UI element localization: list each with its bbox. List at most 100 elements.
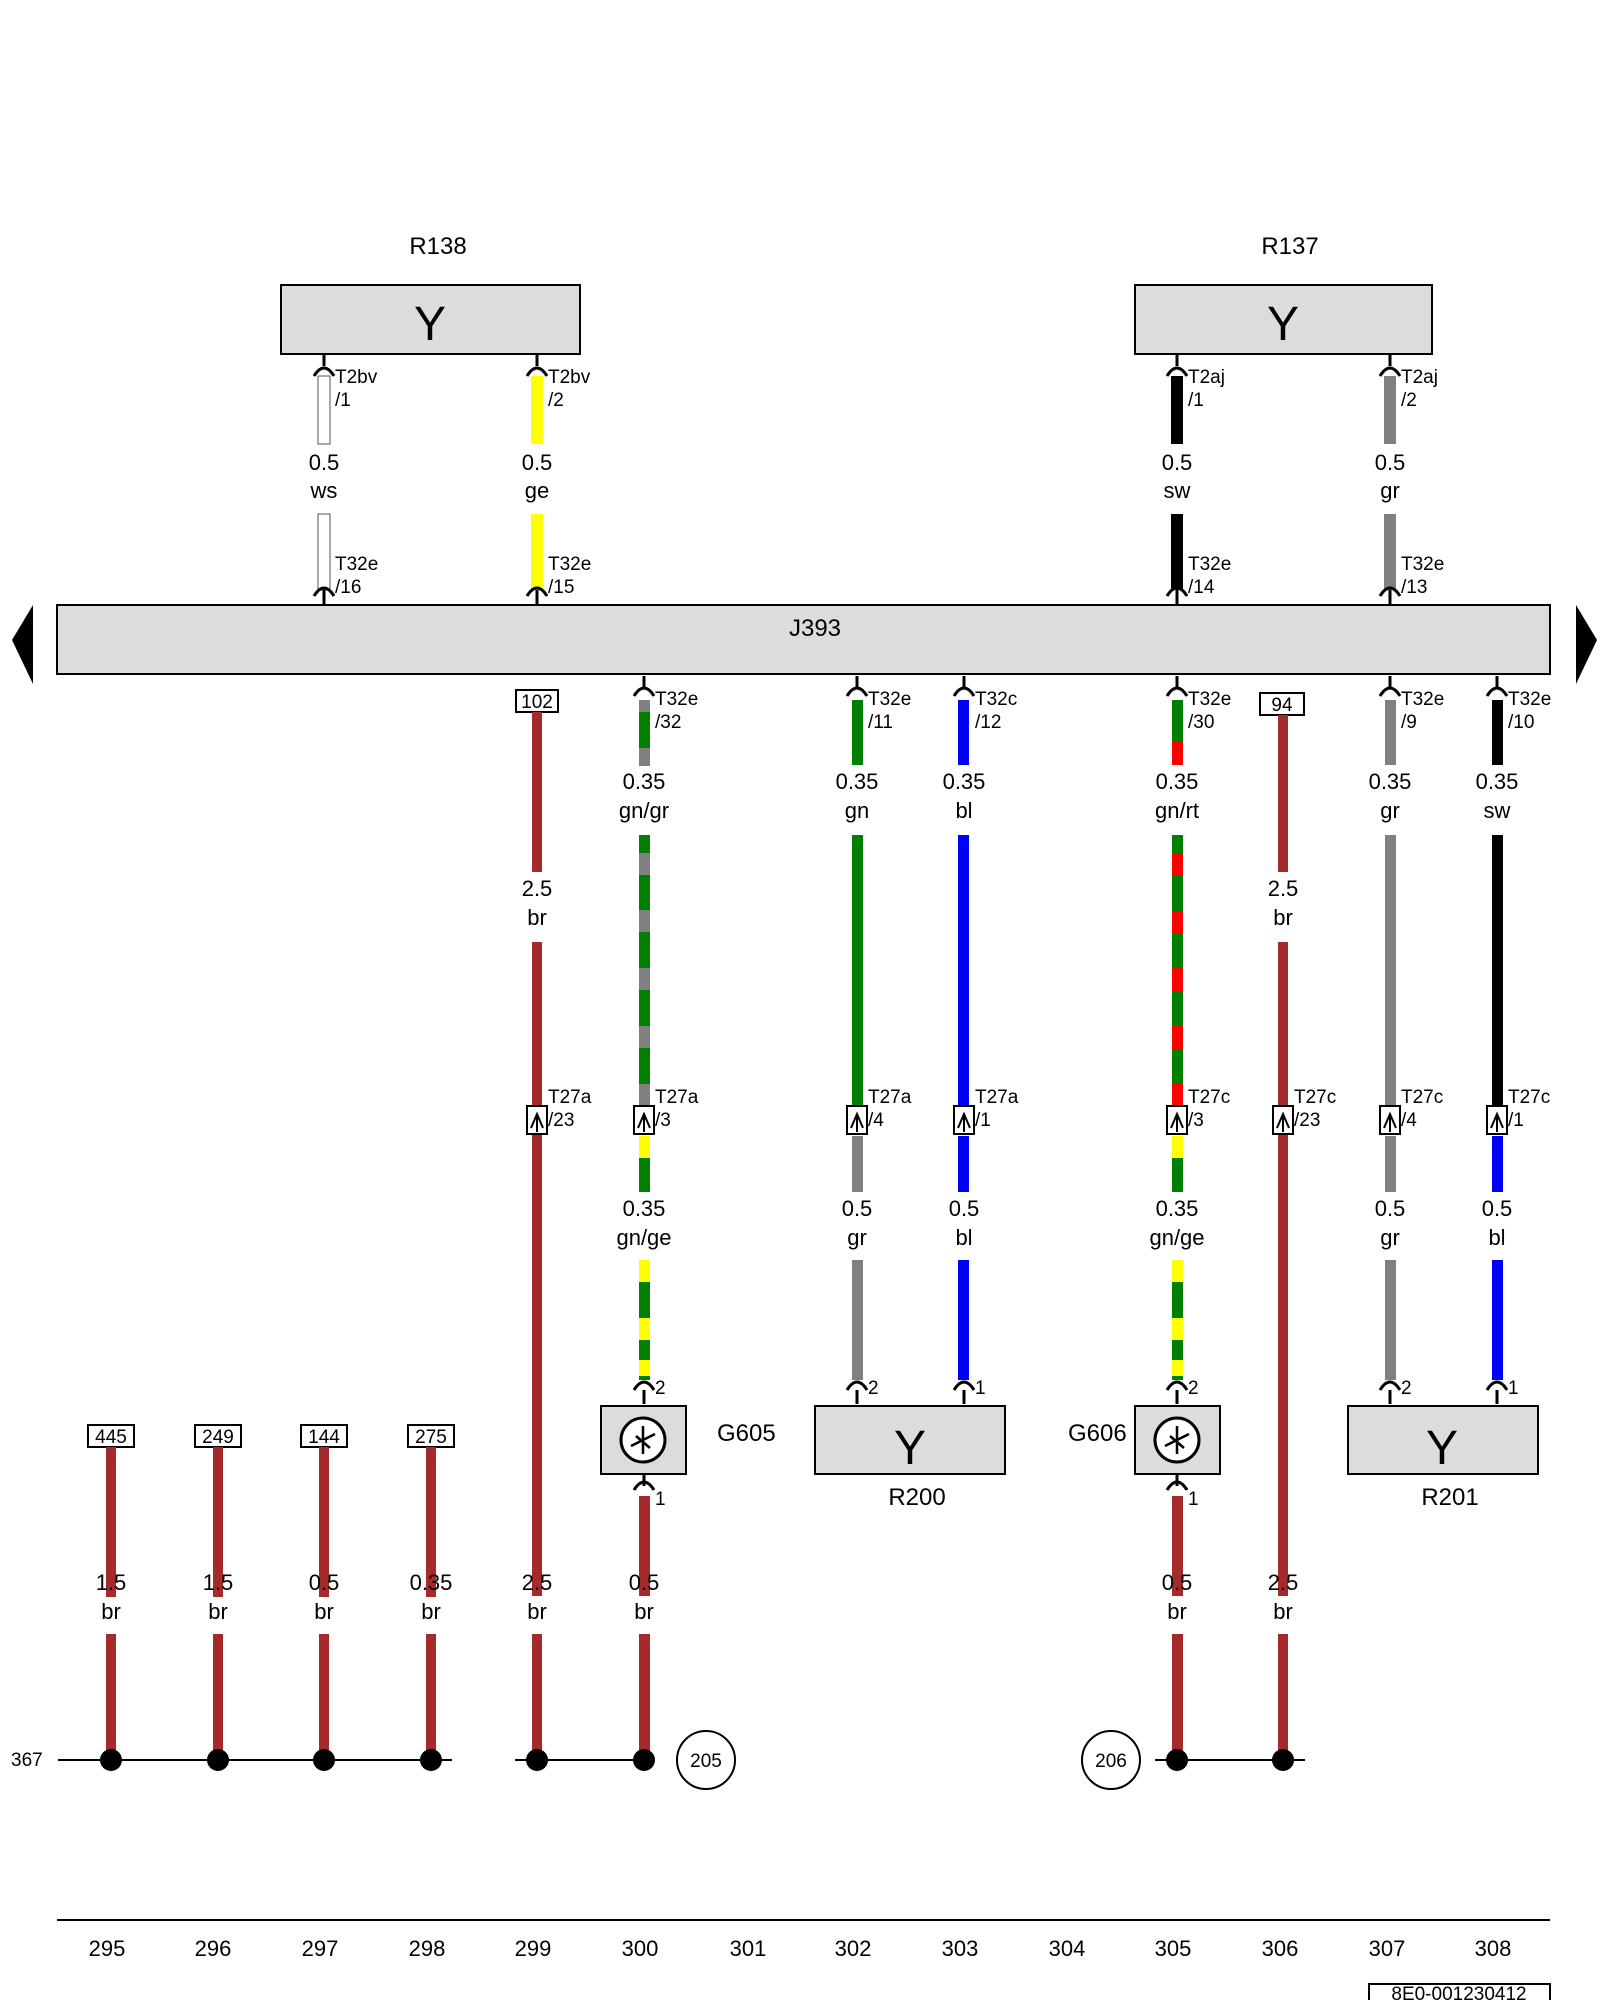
track-number: 301 [730,1936,767,1961]
inline-pin: /23 [548,1110,574,1131]
j393-conn14: T32e [1188,554,1231,575]
wire-grey [852,1260,863,1380]
track-number: 307 [1369,1936,1406,1961]
r201-label: R201 [1421,1484,1478,1511]
track-number: 308 [1475,1936,1512,1961]
wire-color: br [634,1599,654,1624]
wire-color: br [421,1599,441,1624]
wire-color: gn/ge [1149,1225,1204,1250]
track-number: 305 [1155,1936,1192,1961]
r138-conn1: T2bv [335,367,378,388]
ground-point-label: 205 [690,1751,722,1772]
wire-brown [532,942,542,1622]
wire-size: 0.5 [309,1570,340,1595]
track-number: 306 [1262,1936,1299,1961]
g605-label: G605 [717,1420,776,1447]
diagram-code-box [1368,1983,1551,2000]
j393-conn16: T32e [335,554,378,575]
wire-grey [852,1136,863,1192]
wire-blue [958,835,969,1105]
j393-pin14: /14 [1188,577,1215,598]
connector-symbols-j393-lower [632,676,1509,697]
r137-pin1: /1 [1188,390,1204,411]
r137-pin2: /2 [1401,390,1417,411]
inline-pin: /1 [975,1110,991,1131]
r201-symbol: Y [1426,1422,1458,1475]
wire-size: 0.35 [836,769,879,794]
page-left-arrow-icon[interactable] [12,605,33,684]
track-number: 296 [195,1936,232,1961]
wire-size: 0.35 [623,769,666,794]
track-number: 300 [622,1936,659,1961]
junction-dots [100,1749,1294,1771]
pin-label: /10 [1508,712,1534,733]
label-gap [1276,1596,1290,1634]
inline-conn: T27c [1188,1087,1230,1108]
brown-ground-wires [106,1447,1183,1760]
r138-pin2: /2 [548,390,564,411]
wire-color: gr [1380,1225,1400,1250]
wire-gn-rt [1172,700,1183,1105]
inline-conn: T27a [975,1087,1019,1108]
wire-color: ws [310,478,338,503]
r200-symbol: Y [894,1422,926,1475]
r201-box [1347,1405,1539,1475]
ground-ref: 445 [95,1427,127,1448]
wire-green [852,700,863,765]
wire-color: ge [525,478,549,503]
conn-label: T32e [655,689,698,710]
r138-conn2: T2bv [548,367,591,388]
j393-pin13: /13 [1401,577,1427,598]
wire-size: 0.35 [943,769,986,794]
track-number: 299 [515,1936,552,1961]
wire-grey [1385,835,1396,1105]
wire-size: 2.5 [522,876,553,901]
conn-label: T32c [975,689,1017,710]
wire-color: br [314,1599,334,1624]
track-number: 298 [409,1936,446,1961]
ground-ref-boxes [87,1424,455,1448]
wire-gn-ge-2 [1172,1136,1183,1380]
conn-label: T32e [868,689,911,710]
wire-r137-pin1 [1171,376,1183,590]
wire-color: gr [1380,798,1400,823]
wire-color: br [527,1599,547,1624]
r137-conn1: T2aj [1188,367,1225,388]
wire-grey [1385,1260,1396,1380]
wire-green [852,835,863,1105]
inline-connectors [526,1105,1508,1135]
sensor-arrow-icon [630,1426,656,1454]
wire-r138-pin1 [317,375,331,591]
wire-size: 2.5 [1268,1570,1299,1595]
wire-black [1492,835,1503,1105]
inline-conn: T27a [868,1087,912,1108]
wire-size: 0.35 [1476,769,1519,794]
j393-conn15: T32e [548,554,591,575]
wire-color: gn/gr [619,798,669,823]
inline-pin: /3 [1188,1110,1204,1131]
wire-color: sw [1484,798,1511,823]
ground-point-label: 206 [1095,1751,1127,1772]
wire-size: 0.5 [1375,450,1406,475]
page-right-arrow-icon[interactable] [1576,605,1597,684]
wire-grey [1385,1136,1396,1192]
track-number: 295 [89,1936,126,1961]
r138-symbol: Y [414,298,446,351]
wire-size: 2.5 [522,1570,553,1595]
pin-label: /9 [1401,712,1417,733]
track-number: 304 [1049,1936,1086,1961]
wire-color: gr [847,1225,867,1250]
j393-conn13: T32e [1401,554,1444,575]
wire-size: 2.5 [1268,876,1299,901]
ground-ref: 144 [308,1427,340,1448]
wire-color: bl [1488,1225,1505,1250]
j393-pin16: /16 [335,577,361,598]
j393-box [56,604,1551,675]
wire-size: 0.35 [623,1196,666,1221]
pin-label: /32 [655,712,681,733]
edge-ref: 367 [11,1750,43,1771]
wire-size: 1.5 [96,1570,127,1595]
inline-conn: T27a [548,1087,592,1108]
track-number: 297 [302,1936,339,1961]
wire-size: 0.35 [1156,769,1199,794]
